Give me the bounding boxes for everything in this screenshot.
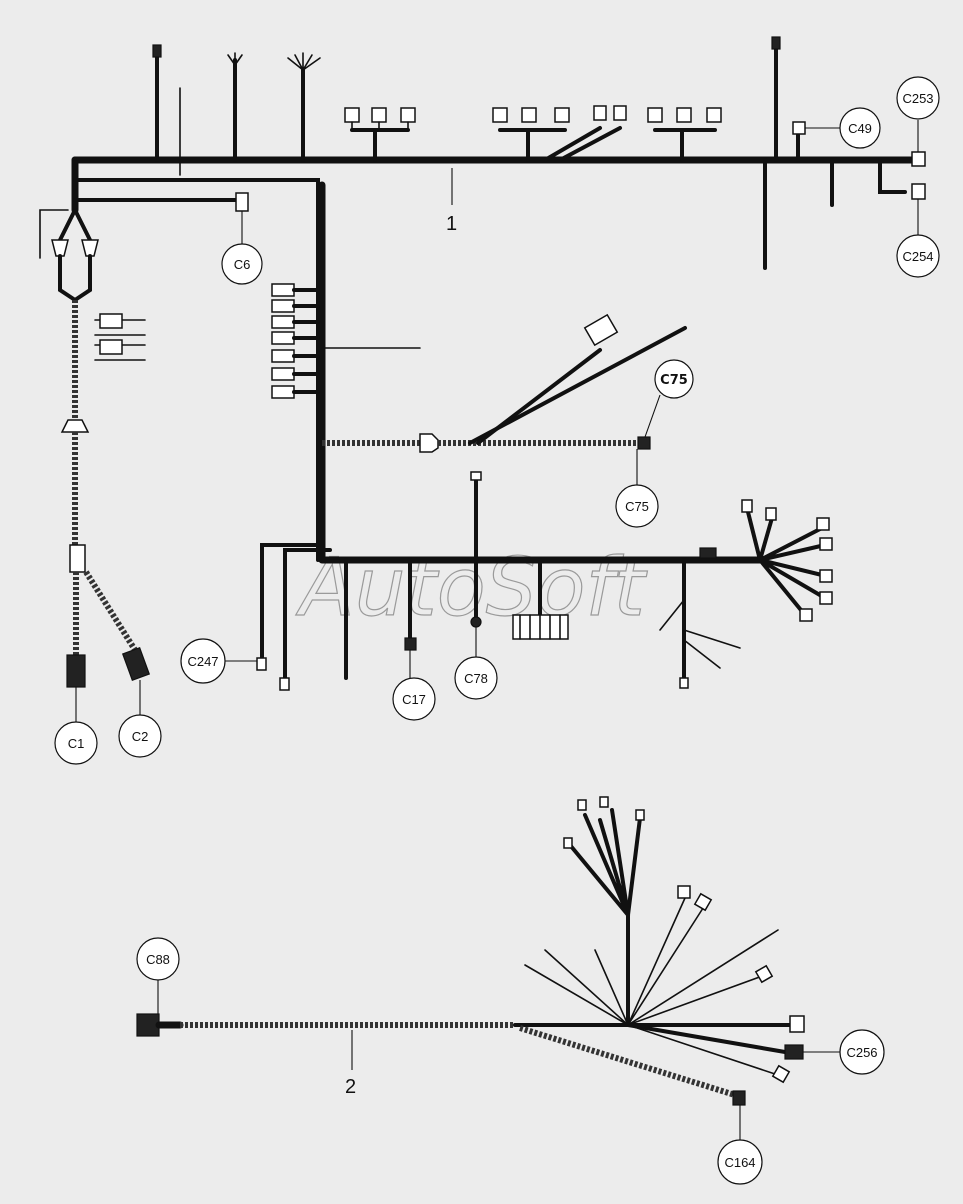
vertical-trunk bbox=[73, 178, 320, 562]
connector-c164 bbox=[732, 1090, 746, 1106]
callout-c17: C17 bbox=[402, 692, 426, 707]
callout-c247: C247 bbox=[187, 654, 218, 669]
connector-c254 bbox=[911, 183, 926, 200]
callout-c6: C6 bbox=[234, 257, 251, 272]
callout-c1: C1 bbox=[68, 736, 85, 751]
connector-c253 bbox=[911, 151, 926, 167]
callout-c254: C254 bbox=[902, 249, 933, 264]
callout-c49: C49 bbox=[848, 121, 872, 136]
connector-c2 bbox=[121, 646, 151, 682]
callout-c75-top: C75 bbox=[660, 373, 688, 388]
harness-number-2: 2 bbox=[345, 1076, 356, 1098]
callout-c164: C164 bbox=[724, 1155, 755, 1170]
callout-c75: C75 bbox=[625, 499, 649, 514]
watermark-text: AutoSoft bbox=[295, 541, 648, 634]
connector-c256 bbox=[784, 1044, 804, 1060]
harness-2 bbox=[136, 796, 805, 1106]
connector-c1 bbox=[66, 654, 86, 688]
harness-1 bbox=[39, 36, 926, 691]
connector-c78 bbox=[470, 616, 482, 628]
connector-c75 bbox=[637, 436, 651, 450]
connector-c6 bbox=[235, 192, 249, 212]
harness-number-1: 1 bbox=[446, 213, 457, 235]
callout-c253: C253 bbox=[902, 91, 933, 106]
callout-c256: C256 bbox=[846, 1045, 877, 1060]
connector-c247 bbox=[256, 657, 267, 671]
connector-c17 bbox=[404, 637, 417, 651]
callout-c78: C78 bbox=[464, 671, 488, 686]
relay-block bbox=[271, 283, 320, 399]
callout-c2: C2 bbox=[132, 729, 149, 744]
callout-c88: C88 bbox=[146, 952, 170, 967]
connector-c49 bbox=[792, 121, 806, 135]
